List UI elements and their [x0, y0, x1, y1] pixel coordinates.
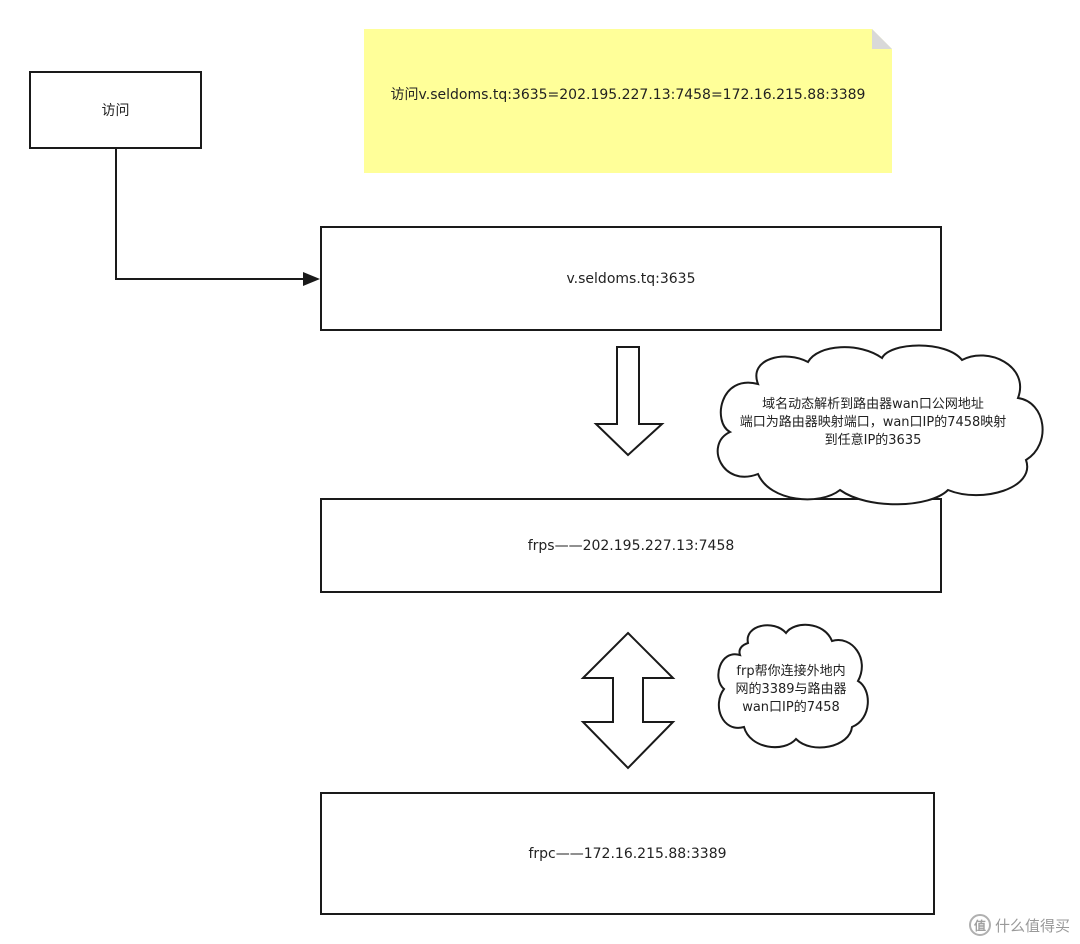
connector-arrowhead [303, 272, 320, 286]
frp-line-1: frp帮你连接外地内 [736, 664, 846, 679]
ddns-line-3: 到任意IP的3635 [824, 433, 922, 448]
sticky-note: 访问v.seldoms.tq:3635=202.195.227.13:7458=… [364, 29, 892, 173]
visit-to-domain-connector [115, 149, 306, 280]
frp-callout-text: frp帮你连接外地内 网的3389与路由器 wan口IP的7458 [712, 663, 870, 717]
down-block-arrow [593, 346, 665, 457]
frpc-node-label: frpc——172.16.215.88:3389 [528, 845, 727, 862]
frps-node: frps——202.195.227.13:7458 [320, 498, 942, 593]
ddns-callout-cloud: 域名动态解析到路由器wan口公网地址 端口为路由器映射端口，wan口IP的745… [700, 340, 1046, 506]
visit-node: 访问 [29, 71, 202, 149]
frp-line-2: 网的3389与路由器 [735, 682, 847, 697]
cloud-shape [716, 344, 1044, 506]
ddns-callout-text: 域名动态解析到路由器wan口公网地址 端口为路由器映射端口，wan口IP的745… [700, 396, 1046, 450]
visit-node-label: 访问 [101, 103, 130, 119]
watermark-logo-icon: 值 [968, 914, 991, 936]
bidirectional-block-arrow [580, 631, 676, 770]
watermark-text: 什么值得买 [994, 916, 1070, 935]
frpc-node: frpc——172.16.215.88:3389 [320, 792, 935, 915]
ddns-line-2: 端口为路由器映射端口，wan口IP的7458映射 [739, 415, 1007, 430]
domain-node-label: v.seldoms.tq:3635 [566, 270, 696, 287]
domain-node: v.seldoms.tq:3635 [320, 226, 942, 331]
frp-callout-cloud: frp帮你连接外地内 网的3389与路由器 wan口IP的7458 [712, 619, 870, 753]
watermark: 值 什么值得买 [968, 914, 1070, 936]
frp-line-3: wan口IP的7458 [742, 700, 840, 715]
cloud-shape [717, 623, 869, 749]
sticky-note-shape [364, 29, 892, 173]
ddns-line-1: 域名动态解析到路由器wan口公网地址 [762, 397, 984, 412]
sticky-note-text: 访问v.seldoms.tq:3635=202.195.227.13:7458=… [390, 87, 866, 103]
frps-node-label: frps——202.195.227.13:7458 [527, 537, 735, 554]
